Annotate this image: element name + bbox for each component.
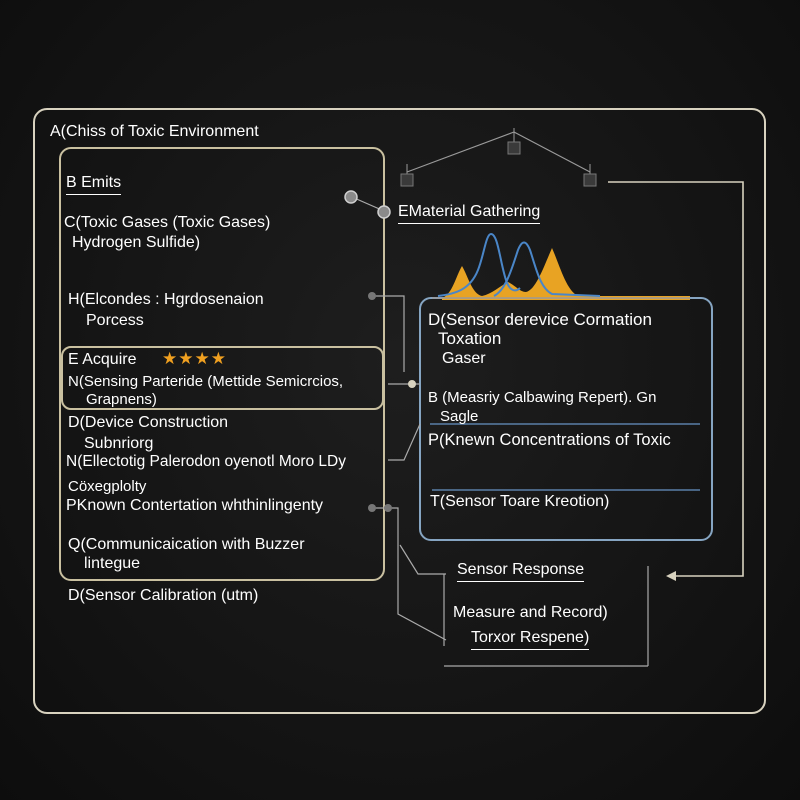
arrow-head-icon	[666, 571, 676, 581]
acquire-box	[61, 346, 384, 410]
node-dot-icon	[384, 504, 392, 512]
star-icon: ★	[194, 349, 211, 368]
emits-label: B Emits	[66, 173, 122, 195]
acquire-label: E Acquire	[68, 351, 137, 368]
sensing-label: N(Sensing Parteride (Mettide Semicrcios,	[68, 373, 344, 390]
communication-label: Q(Communicaication with Buzzer	[68, 536, 305, 553]
formation-label: D(Sensor derevice Cormation	[428, 310, 652, 329]
node-dot-icon	[368, 504, 376, 512]
star-icon: ★	[178, 349, 195, 368]
outer-frame	[33, 108, 766, 714]
blue-line-2	[493, 241, 601, 297]
sensor-response-label: Sensor Response	[457, 560, 585, 582]
outer-title: A(Chiss of Toxic Environment	[50, 123, 259, 140]
connector-line	[399, 544, 446, 575]
material-gathering-label: EMaterial Gathering	[398, 202, 541, 224]
electrode-label: N(Ellectotig Palerodon oyenotl Moro LDy	[66, 453, 346, 470]
toxic-gases-label: C(Toxic Gases (Toxic Gases)	[64, 214, 271, 231]
communication-label-2: lintegue	[84, 555, 141, 572]
device-construction-label: D(Device Construction	[68, 414, 229, 431]
process-label-2: Porcess	[86, 312, 144, 329]
connector-line	[388, 423, 421, 461]
formation-label-2: Toxation	[438, 329, 502, 348]
pendant-lamp-icon	[400, 173, 414, 187]
peak-chart	[432, 232, 690, 300]
hydrogen-sulfide-label: Hydrogen Sulfide)	[72, 234, 201, 251]
known-concentration-label: PKnown Contertation whthinlingenty	[66, 497, 324, 514]
lamp-wire	[406, 131, 591, 173]
connector-line	[372, 295, 405, 372]
process-label: H(Elcondes : Hgrdosenaion	[68, 291, 264, 308]
star-icon: ★	[210, 349, 227, 368]
rating-stars: ★★★★	[162, 349, 227, 369]
device-construction-label-2: Subnriorg	[84, 435, 154, 452]
star-icon: ★	[162, 349, 179, 368]
node-dot-icon	[344, 190, 358, 204]
formation-label-3: Gaser	[442, 350, 486, 367]
node-dot-icon	[408, 380, 416, 388]
pendant-lamp-icon	[507, 141, 521, 155]
measure-label: B (Measriy Calbawing Repert). Gn	[428, 389, 657, 406]
blue-line-1	[437, 232, 521, 297]
measure-label-2: Sagle	[440, 408, 479, 425]
pendant-lamp-icon	[583, 173, 597, 187]
measure-record-label: Measure and Record)	[453, 604, 608, 621]
node-dot-icon	[377, 205, 391, 219]
peak-fill	[442, 248, 690, 300]
sensor-calibration-label: D(Sensor Calibration (utm)	[68, 587, 259, 604]
node-dot-icon	[368, 292, 376, 300]
sensor-tore-label: T(Sensor Toare Kreotion)	[430, 493, 610, 510]
toxor-response-label: Torxor Respene)	[471, 628, 590, 650]
feedback-connector	[608, 181, 744, 577]
sensing-label-2: Grapnens)	[86, 391, 157, 408]
complexity-label: Cöxegplolty	[68, 478, 147, 495]
known-concentrations-label: P(Knewn Concentrations of Toxic	[428, 431, 671, 449]
